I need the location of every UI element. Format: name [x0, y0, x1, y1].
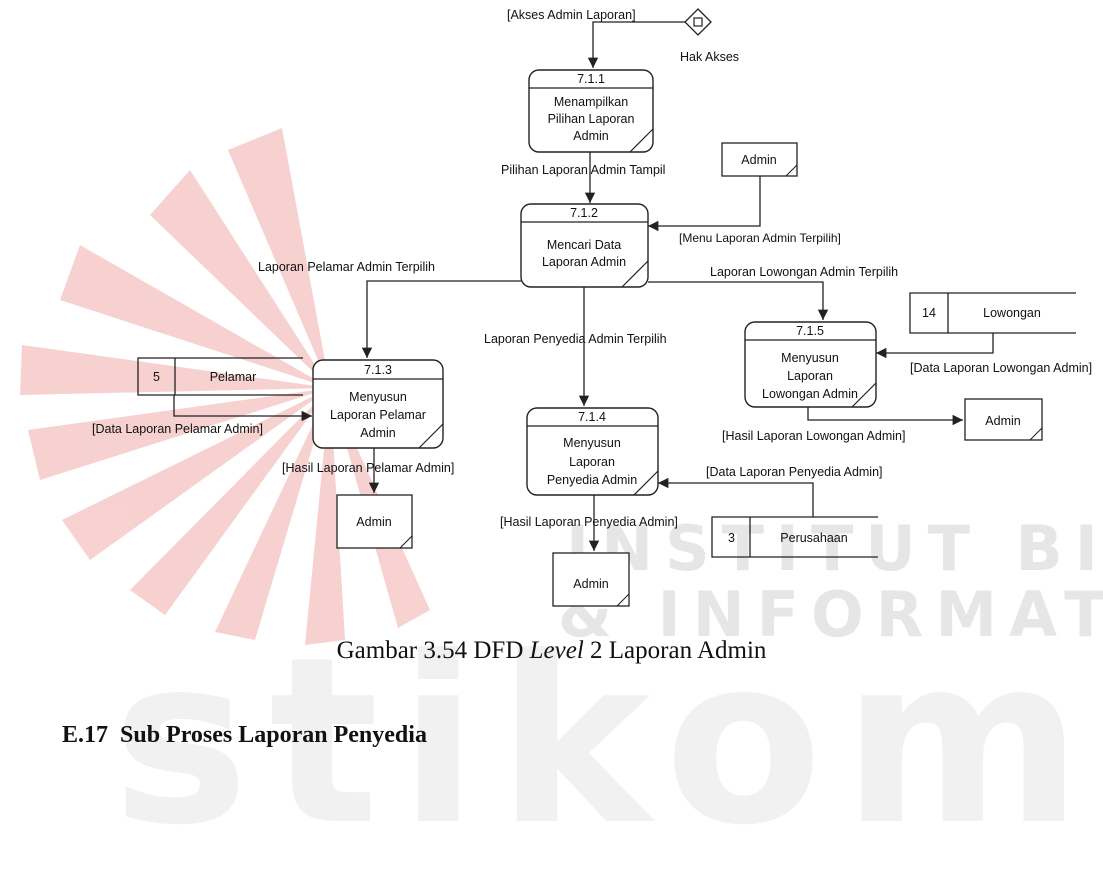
process-line: Laporan	[787, 369, 833, 383]
entity-label: Admin	[356, 515, 391, 529]
process-7-1-1	[528, 69, 654, 153]
flow-hasil-lowongan	[807, 407, 963, 426]
watermark-line-2: & INFORMATIKA	[558, 578, 1103, 651]
flow-label-pelamar-terpilih: Laporan Pelamar Admin Terpilih	[258, 260, 435, 274]
process-line: Menyusun	[563, 436, 621, 450]
figure-caption: Gambar 3.54 DFD Level 2 Laporan Admin	[0, 637, 1103, 665]
process-7-1-2	[520, 203, 649, 288]
flow-label-hasil-lowongan: [Hasil Laporan Lowongan Admin]	[722, 429, 905, 443]
process-line: Laporan Pelamar	[330, 408, 426, 422]
store-name: Lowongan	[983, 306, 1041, 320]
store-perusahaan	[711, 516, 878, 558]
flow-label-lowongan-terpilih: Laporan Lowongan Admin Terpilih	[710, 265, 898, 279]
process-line: Mencari Data	[547, 238, 621, 252]
dfd-diagram: [Akses Admin Laporan] Hak Akses 7.1.1 Me…	[92, 8, 1092, 607]
process-line: Menampilkan	[554, 95, 628, 109]
flow-label-menu-terpilih: [Menu Laporan Admin Terpilih]	[679, 231, 841, 245]
logo-ray	[150, 170, 330, 388]
process-7-1-4	[526, 407, 659, 496]
flow-data-lowongan	[876, 333, 994, 359]
page: INSTITUT BISNIS & INFORMATIKA stikom	[0, 8, 1103, 858]
store-lowongan	[909, 292, 1076, 334]
flow-label-data-lowongan: [Data Laporan Lowongan Admin]	[910, 361, 1092, 375]
logo-ray	[215, 388, 330, 640]
flow-label-penyedia-terpilih: Laporan Penyedia Admin Terpilih	[484, 332, 667, 346]
flow-label-data-pelamar: [Data Laporan Pelamar Admin]	[92, 422, 263, 436]
process-line: Admin	[360, 426, 395, 440]
watermark-line-1: INSTITUT BISNIS	[566, 512, 1103, 585]
process-id: 7.1.2	[570, 206, 598, 220]
logo-ray	[28, 388, 330, 480]
flow-lowongan-terpilih	[648, 281, 829, 320]
flow-data-penyedia	[658, 477, 814, 517]
entity-label: Admin	[985, 414, 1020, 428]
logo-ray	[62, 388, 330, 560]
store-pelamar	[137, 357, 303, 396]
process-line: Menyusun	[349, 390, 407, 404]
caption-suffix: 2 Laporan Admin	[583, 637, 767, 664]
entity-admin-top	[721, 142, 798, 177]
flow-label-pilihan-tampil: Pilihan Laporan Admin Tampil	[501, 163, 665, 177]
flow-label-hasil-penyedia: [Hasil Laporan Penyedia Admin]	[500, 515, 678, 529]
flow-label-hasil-pelamar: [Hasil Laporan Pelamar Admin]	[282, 461, 454, 475]
flow-pelamar-terpilih	[361, 280, 521, 358]
process-line: Pilihan Laporan	[548, 112, 635, 126]
caption-prefix: Gambar 3.54 DFD	[336, 637, 530, 664]
process-id: 7.1.3	[364, 363, 392, 377]
entity-admin-pelamar	[336, 494, 413, 549]
entity-admin-lowongan	[964, 398, 1043, 441]
flow-data-pelamar	[173, 395, 312, 422]
process-line: Lowongan Admin	[762, 387, 858, 401]
logo-ray	[60, 245, 330, 388]
flow-menu-terpilih	[648, 176, 761, 232]
logo-ray	[228, 128, 330, 388]
process-line: Penyedia Admin	[547, 473, 637, 487]
store-id: 14	[922, 306, 936, 320]
logo-ray	[305, 388, 345, 645]
store-id: 3	[728, 531, 735, 545]
process-line: Laporan	[569, 455, 615, 469]
store-name: Perusahaan	[780, 531, 847, 545]
process-7-1-3	[312, 359, 444, 449]
flow-label-akses: [Akses Admin Laporan]	[507, 8, 636, 22]
entity-label: Admin	[741, 153, 776, 167]
caption-italic: Level	[529, 637, 584, 664]
section-heading: E.17 Sub Proses Laporan Penyedia	[62, 722, 427, 748]
process-line: Menyusun	[781, 351, 839, 365]
process-id: 7.1.1	[577, 72, 605, 86]
process-7-1-5	[744, 321, 877, 408]
entity-label: Admin	[573, 577, 608, 591]
store-name: Pelamar	[210, 370, 257, 384]
process-id: 7.1.4	[578, 410, 606, 424]
hak-akses-label: Hak Akses	[680, 50, 739, 64]
entity-admin-penyedia	[552, 552, 630, 607]
process-line: Admin	[573, 129, 608, 143]
process-line: Laporan Admin	[542, 255, 626, 269]
hak-akses-diamond-icon	[684, 8, 712, 36]
logo-ray	[130, 388, 330, 615]
flow-akses	[587, 21, 686, 68]
flow-label-data-penyedia: [Data Laporan Penyedia Admin]	[706, 465, 883, 479]
process-id: 7.1.5	[796, 324, 824, 338]
store-id: 5	[153, 370, 160, 384]
